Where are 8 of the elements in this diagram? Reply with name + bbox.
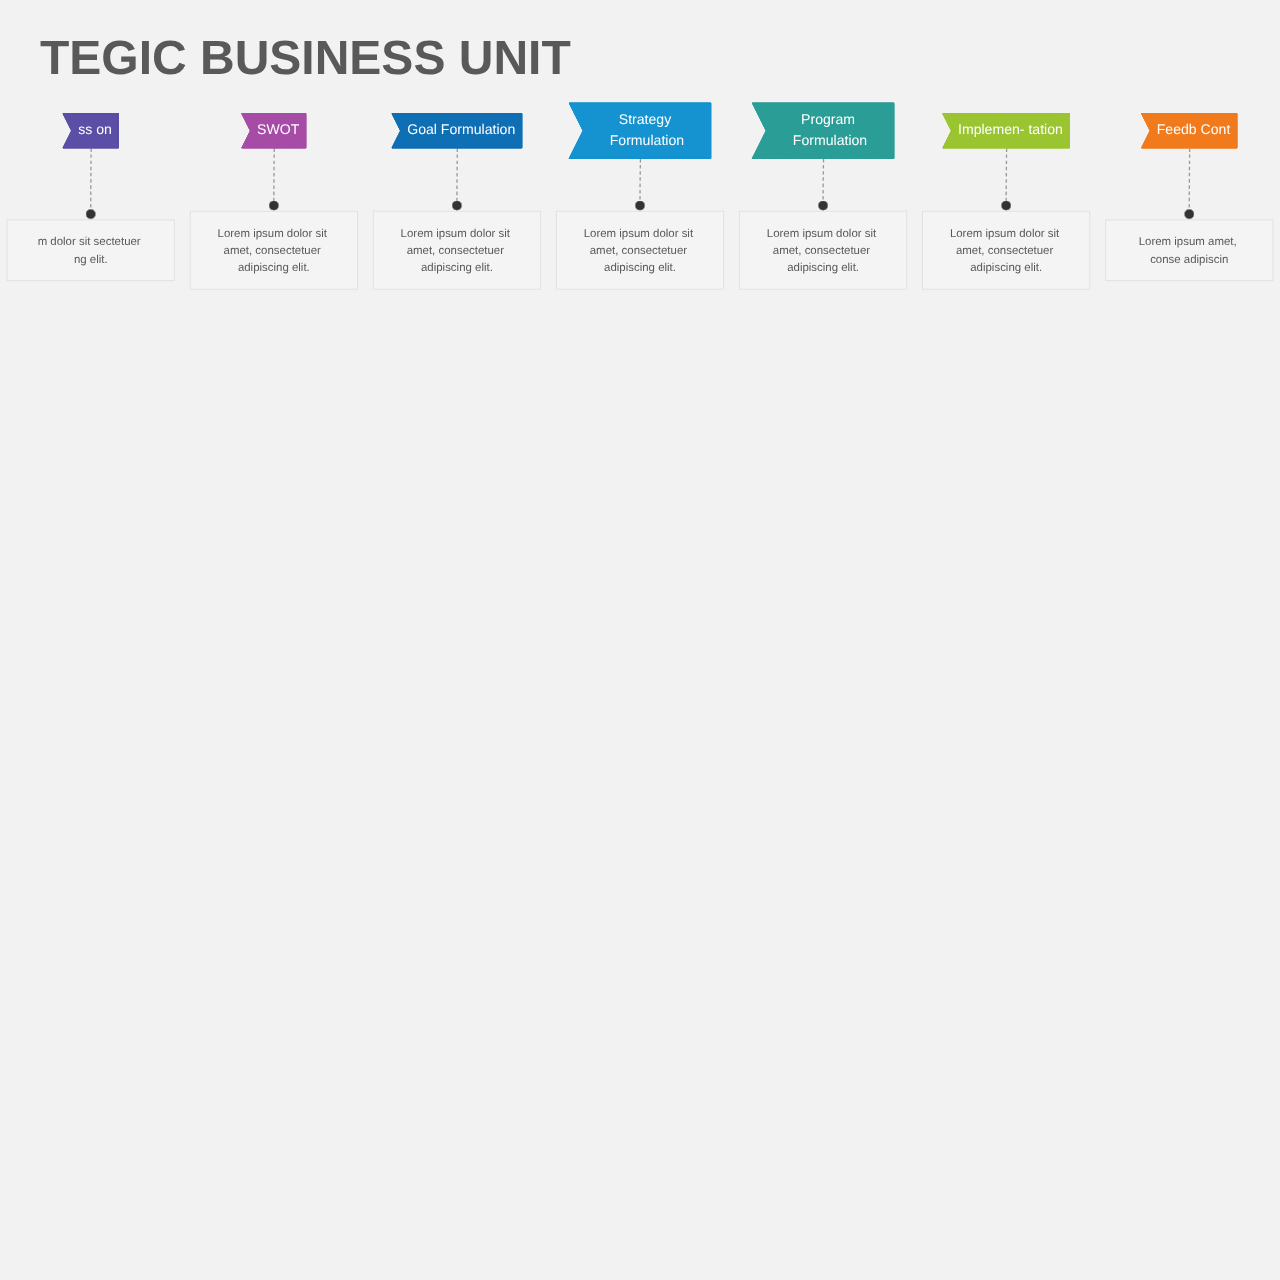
connector	[1000, 147, 1012, 212]
connector	[817, 158, 829, 212]
diagram-title: TEGIC BUSINESS UNIT	[38, 30, 573, 90]
connector	[451, 147, 463, 212]
connector	[634, 158, 646, 212]
connector	[268, 147, 280, 212]
connector	[1183, 147, 1195, 221]
connector	[85, 147, 97, 221]
